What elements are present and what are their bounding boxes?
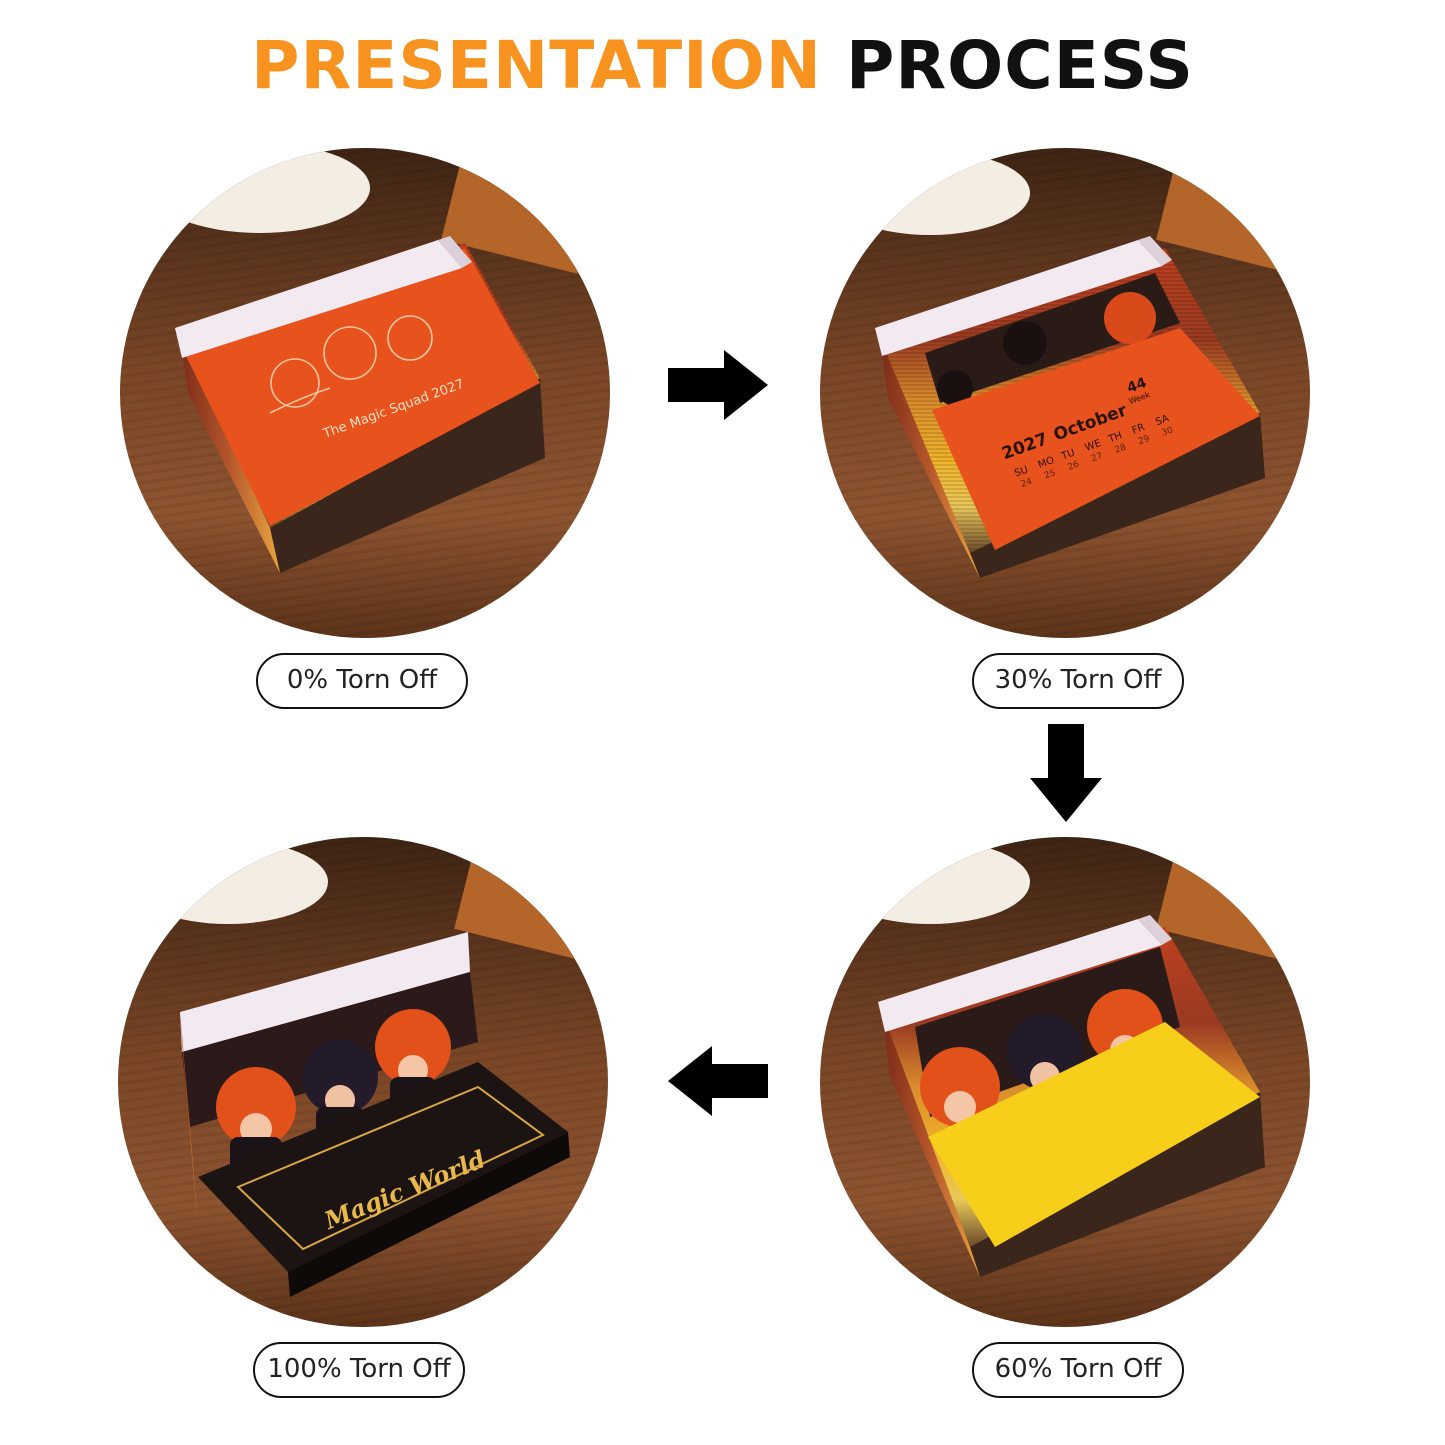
calendar-day: MO <box>1037 455 1056 471</box>
figure-silhouette <box>1003 321 1047 365</box>
figure-silhouette <box>1104 292 1156 344</box>
calendar-day: TH <box>1106 430 1124 445</box>
display-base <box>198 1062 568 1272</box>
calendar-day: TU <box>1059 447 1076 462</box>
arrow-right-icon <box>668 350 768 420</box>
arrow-down-icon <box>1030 724 1102 822</box>
step-label-60-percent: 60% Torn Off <box>972 1342 1184 1398</box>
calendar-date: 30 <box>1160 425 1174 438</box>
calendar-day: SA <box>1154 413 1170 428</box>
cloud-decoration <box>128 840 328 924</box>
step-label-0-percent: 0% Torn Off <box>256 653 468 709</box>
calendar-date: 25 <box>1043 468 1057 481</box>
arrow-left-icon <box>668 1046 768 1116</box>
yellow-page <box>928 1022 1260 1247</box>
figure-silhouette <box>937 370 973 406</box>
title-part-black: PROCESS <box>845 27 1194 104</box>
page-title: PRESENTATION PROCESS <box>0 26 1445 106</box>
product-photo-30-percent: 2027 October 44 Week SU MO TU WE TH FR S… <box>820 148 1310 638</box>
calendar-day: WE <box>1084 438 1103 454</box>
calendar-date: 27 <box>1090 451 1104 464</box>
calendar-page <box>932 328 1260 550</box>
calendar-date: 26 <box>1067 460 1081 473</box>
cloud-decoration <box>830 840 1030 924</box>
product-photo-60-percent <box>820 837 1310 1327</box>
memo-block-calendar-illustration: 2027 October 44 Week SU MO TU WE TH FR S… <box>820 148 1310 638</box>
memo-block-figures-emerging-illustration <box>820 837 1310 1327</box>
calendar-date: 28 <box>1113 442 1127 455</box>
step-label-30-percent: 30% Torn Off <box>972 653 1184 709</box>
memo-block-finished-art-illustration: Magic World <box>118 837 608 1327</box>
cloud-decoration <box>830 151 1030 235</box>
calendar-day: FR <box>1131 422 1147 437</box>
memo-block-full-illustration: The Magic Squad 2027 <box>120 148 610 638</box>
title-part-orange: PRESENTATION <box>251 27 822 104</box>
calendar-week-number: 44 <box>1125 375 1149 397</box>
product-photo-0-percent: The Magic Squad 2027 <box>120 148 610 638</box>
product-photo-100-percent: Magic World <box>118 837 608 1327</box>
calendar-date: 29 <box>1137 434 1151 447</box>
calendar-date: 24 <box>1020 477 1034 490</box>
calendar-day: SU <box>1013 464 1030 479</box>
step-label-100-percent: 100% Torn Off <box>253 1342 465 1398</box>
